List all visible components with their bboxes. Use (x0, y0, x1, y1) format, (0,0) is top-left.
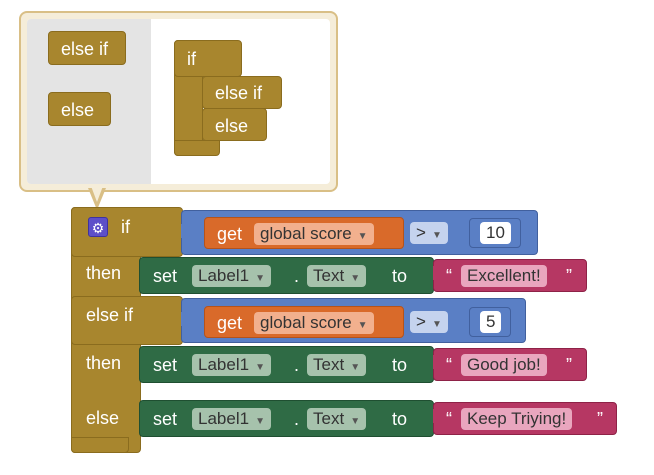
mutator-if-label: if (187, 49, 196, 69)
set-label-1: set (153, 266, 178, 286)
dot-2: . (294, 355, 300, 375)
set-block-2[interactable]: set Label1▼ . Text▼ to (139, 346, 434, 383)
if-label: if (121, 217, 130, 237)
text-block-1[interactable]: “ Excellent! ” (433, 259, 587, 292)
input-connector (433, 409, 442, 423)
if-block-footer (71, 437, 129, 453)
dropdown-arrow-icon: ▼ (431, 319, 442, 330)
component-dropdown-2[interactable]: Label1▼ (192, 354, 271, 376)
dropdown-arrow-icon: ▼ (357, 320, 368, 331)
else-if-label: else if (86, 305, 134, 325)
flyout-else-if-label: else if (61, 39, 109, 59)
dot-3: . (294, 409, 300, 429)
set-label-2: set (153, 355, 178, 375)
input-connector (433, 355, 442, 369)
get-block-1[interactable]: get global score▼ (204, 217, 404, 249)
else-if-header[interactable] (71, 296, 183, 345)
close-quote-3: ” (597, 409, 603, 429)
mutator-else-block[interactable]: else (202, 108, 267, 141)
input-connector (181, 312, 190, 326)
else-label: else (86, 408, 120, 428)
dropdown-arrow-icon: ▼ (350, 273, 361, 284)
property-dropdown-2[interactable]: Text▼ (307, 354, 367, 376)
component-dropdown-1[interactable]: Label1▼ (192, 265, 271, 287)
dropdown-arrow-icon: ▼ (431, 230, 442, 241)
flyout-else-block[interactable]: else (48, 92, 111, 126)
bubble-tail-inner (91, 186, 103, 202)
gear-icon[interactable]: ⚙ (88, 217, 108, 237)
get-label-1: get (217, 224, 243, 244)
set-label-3: set (153, 409, 178, 429)
dropdown-arrow-icon: ▼ (357, 231, 368, 242)
close-quote-1: ” (566, 266, 572, 286)
operator-dropdown-1[interactable]: >▼ (410, 222, 448, 244)
text-field-2[interactable]: Good job! (461, 354, 547, 376)
mutator-if-header[interactable]: if (174, 40, 242, 77)
property-dropdown-3[interactable]: Text▼ (307, 408, 367, 430)
then-label-1: then (86, 263, 122, 283)
mutator-else-if-block[interactable]: else if (202, 76, 282, 109)
to-label-2: to (392, 355, 408, 375)
text-block-2[interactable]: “ Good job! ” (433, 348, 587, 381)
number-field-2[interactable]: 5 (480, 311, 502, 333)
open-quote-2: “ (446, 355, 452, 375)
to-label-3: to (392, 409, 408, 429)
variable-dropdown-2[interactable]: global score▼ (254, 312, 374, 334)
mutator-else-label: else (215, 116, 249, 136)
mutator-else-if-label: else if (215, 83, 263, 103)
flyout-else-if-block[interactable]: else if (48, 31, 126, 65)
number-block-1[interactable]: 10 (469, 218, 521, 248)
mutator-if-footer (174, 140, 220, 156)
input-connector (433, 266, 442, 280)
get-label-2: get (217, 313, 243, 333)
variable-dropdown-1[interactable]: global score▼ (254, 223, 374, 245)
dropdown-arrow-icon: ▼ (350, 416, 361, 427)
property-dropdown-1[interactable]: Text▼ (307, 265, 367, 287)
operator-dropdown-2[interactable]: >▼ (410, 311, 448, 333)
get-block-2[interactable]: get global score▼ (204, 306, 404, 338)
to-label-1: to (392, 266, 408, 286)
dot-1: . (294, 266, 300, 286)
open-quote-3: “ (446, 409, 452, 429)
dropdown-arrow-icon: ▼ (255, 273, 265, 284)
component-dropdown-3[interactable]: Label1▼ (192, 408, 271, 430)
open-quote-1: “ (446, 266, 452, 286)
flyout-else-label: else (61, 100, 95, 120)
dropdown-arrow-icon: ▼ (350, 362, 361, 373)
number-field-1[interactable]: 10 (480, 222, 511, 244)
set-block-3[interactable]: set Label1▼ . Text▼ to (139, 400, 434, 437)
text-field-1[interactable]: Excellent! (461, 265, 547, 287)
dropdown-arrow-icon: ▼ (255, 416, 265, 427)
set-block-1[interactable]: set Label1▼ . Text▼ to (139, 257, 434, 294)
input-connector (181, 224, 190, 238)
dropdown-arrow-icon: ▼ (255, 362, 265, 373)
text-field-3[interactable]: Keep Triying! (461, 408, 573, 430)
then-label-2: then (86, 353, 122, 373)
close-quote-2: ” (566, 355, 572, 375)
text-block-3[interactable]: “ Keep Triying! ” (433, 402, 617, 435)
number-block-2[interactable]: 5 (469, 307, 511, 337)
